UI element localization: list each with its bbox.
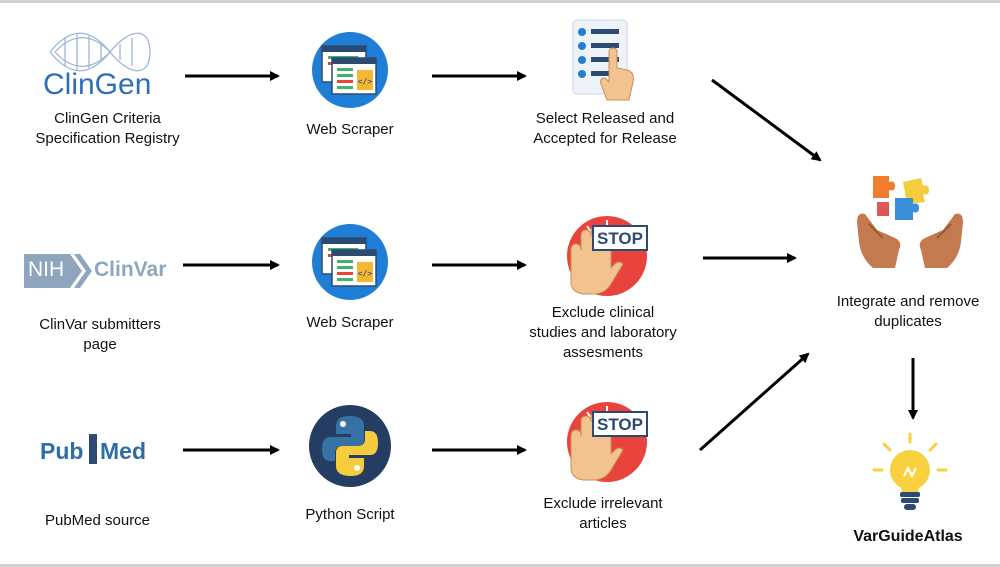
checklist-hand-icon xyxy=(567,18,639,104)
source-clingen-line2: Specification Registry xyxy=(35,130,180,147)
source-clinvar-line1: ClinVar submitters xyxy=(39,316,161,333)
filter-1-line2: Accepted for Release xyxy=(533,130,677,147)
nih-text: NIH xyxy=(28,258,65,281)
arrow-filter-3-to-integrate xyxy=(699,352,810,452)
integrate-line1: Integrate and remove xyxy=(836,293,980,310)
filter-label-3: Exclude irrelevant articles xyxy=(498,494,708,534)
source-clinvar-line2: page xyxy=(83,336,117,353)
svg-text:</>: </> xyxy=(358,77,373,86)
tool-label-1: Web Scraper xyxy=(306,121,394,138)
filter-3-line2: articles xyxy=(579,515,627,532)
stop-hand-icon: STOP xyxy=(563,212,653,298)
clinvar-text: ClinVar xyxy=(94,258,167,281)
stop-sign-text: STOP xyxy=(597,415,643,434)
clingen-logo: ClinGen xyxy=(35,22,165,104)
filter-label-1: Select Released and Accepted for Release xyxy=(500,109,710,149)
integrate-label: Integrate and remove duplicates xyxy=(818,292,998,332)
nih-clinvar-logo: NIH ClinVar xyxy=(22,250,172,292)
tool-label-3: Python Script xyxy=(305,506,395,523)
web-scraper-icon: </> xyxy=(310,30,390,110)
output-label: VarGuideAtlas xyxy=(853,528,963,545)
stop-sign-text: STOP xyxy=(597,229,643,248)
tool-label-2: Web Scraper xyxy=(306,314,394,331)
pubmed-pub-text: Pub xyxy=(40,438,84,464)
filter-label-2: Exclude clinical studies and laboratory … xyxy=(498,303,708,363)
filter-3-line1: Exclude irrelevant xyxy=(543,495,663,512)
stop-hand-icon: STOP xyxy=(563,398,653,484)
integrate-line2: duplicates xyxy=(874,313,942,330)
source-label-clingen: ClinGen Criteria Specification Registry xyxy=(20,109,195,149)
web-scraper-icon: </> xyxy=(310,222,390,302)
bottom-border xyxy=(0,564,1000,567)
puzzle-hands-icon xyxy=(855,172,965,272)
python-icon xyxy=(308,404,392,488)
arrow-filter-1-to-integrate xyxy=(711,78,822,162)
top-border xyxy=(0,0,1000,3)
svg-text:</>: </> xyxy=(358,269,373,278)
filter-2-line1: Exclude clinical xyxy=(551,304,655,321)
filter-1-line1: Select Released and xyxy=(535,110,675,127)
source-clingen-line1: ClinGen Criteria xyxy=(54,110,161,127)
source-label-clinvar: ClinVar submitters page xyxy=(20,315,180,355)
filter-2-line2: studies and laboratory xyxy=(529,324,677,341)
source-label-pubmed: PubMed source xyxy=(44,512,151,529)
clingen-logo-text: ClinGen xyxy=(43,68,152,101)
filter-2-line3: assesments xyxy=(562,344,644,361)
pubmed-logo: Pub Med xyxy=(40,432,160,472)
light-bulb-icon xyxy=(870,432,950,516)
pubmed-med-text: Med xyxy=(100,438,146,464)
